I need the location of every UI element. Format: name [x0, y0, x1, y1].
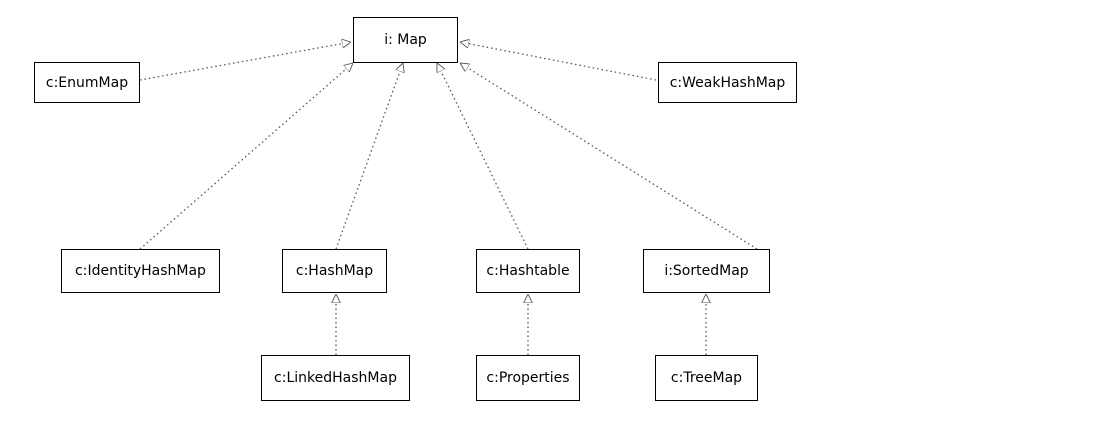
edge-enummap-to-map	[139, 42, 351, 81]
node-linkedhashmap: c:LinkedHashMap	[261, 355, 410, 401]
node-hashtable: c:Hashtable	[476, 249, 580, 293]
edge-weakhashmap-to-map	[460, 42, 657, 81]
node-identityhashmap: c:IdentityHashMap	[61, 249, 220, 293]
edge-identityhashmap-to-map	[139, 63, 353, 250]
edge-hashmap-to-map	[335, 63, 403, 250]
node-hashmap: c:HashMap	[282, 249, 387, 293]
edge-hashtable-to-map	[436, 63, 529, 250]
node-sortedmap-interface: i:SortedMap	[643, 249, 770, 293]
node-weakhashmap: c:WeakHashMap	[658, 62, 797, 103]
node-properties: c:Properties	[476, 355, 580, 401]
node-enummap: c:EnumMap	[34, 62, 140, 103]
node-map-interface: i: Map	[353, 17, 458, 63]
node-treemap: c:TreeMap	[655, 355, 758, 401]
